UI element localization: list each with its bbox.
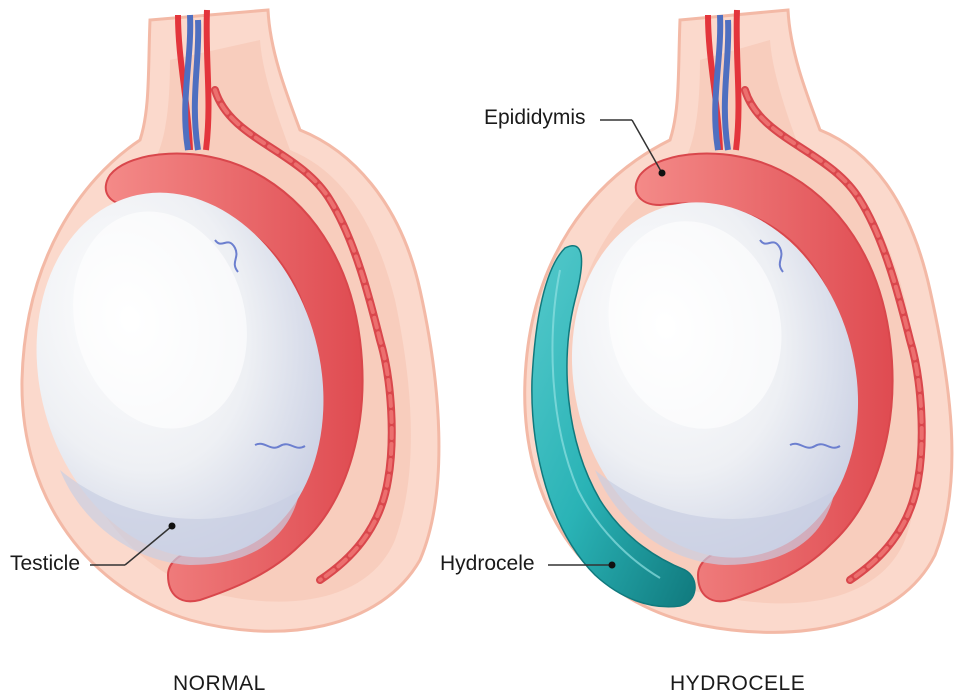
testicle-label: Testicle	[10, 552, 80, 576]
hydrocele-caption: HYDROCELE	[670, 672, 805, 696]
hydrocele-label: Hydrocele	[440, 552, 535, 576]
epididymis-label: Epididymis	[484, 106, 586, 130]
hydrocele-illustration	[525, 10, 952, 632]
normal-illustration	[0, 10, 439, 631]
normal-caption: NORMAL	[173, 672, 266, 696]
